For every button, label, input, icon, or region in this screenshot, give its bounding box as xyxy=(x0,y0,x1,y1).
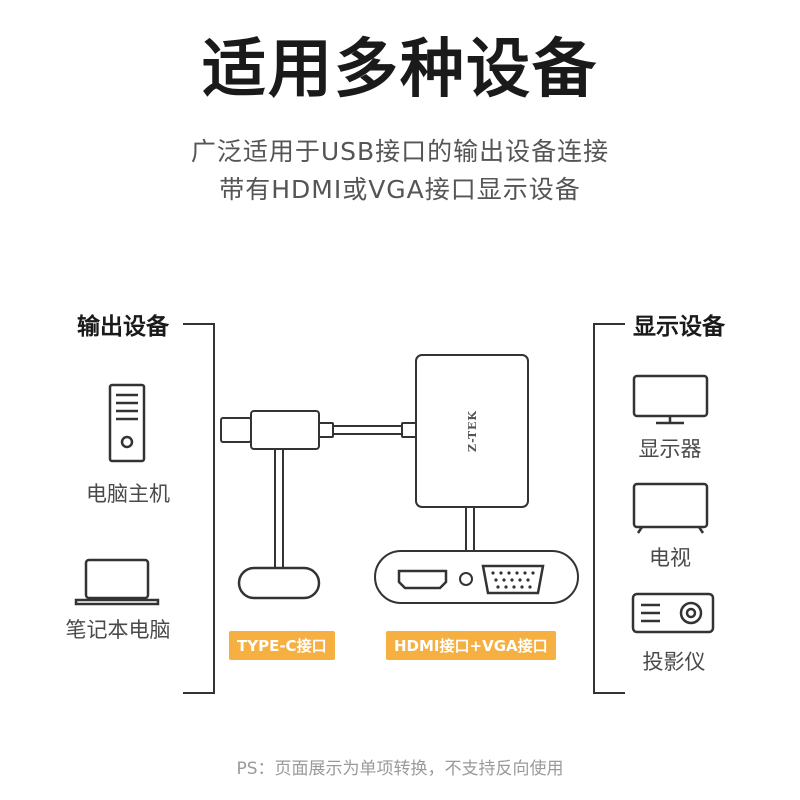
type-c-cable xyxy=(274,449,284,568)
tv-icon xyxy=(632,482,709,534)
footnote: PS：页面展示为单项转换，不支持反向使用 xyxy=(236,759,564,779)
desktop-tower-icon xyxy=(108,383,146,463)
vga-port xyxy=(481,564,545,595)
ports-cable xyxy=(465,507,475,551)
display-device-label-projector: 投影仪 xyxy=(642,650,706,674)
subtitle-line-2: 带有HDMI或VGA接口显示设备 xyxy=(219,175,581,204)
hdmi-vga-port-block xyxy=(374,550,579,604)
display-device-label-monitor: 显示器 xyxy=(638,437,702,461)
usb-c-plug xyxy=(220,410,334,450)
display-device-label-tv: 电视 xyxy=(649,546,691,570)
output-devices-heading: 输出设备 xyxy=(77,314,169,340)
output-bracket xyxy=(183,323,215,694)
vga-pins xyxy=(491,571,535,589)
hdmi-vga-tag: HDMI接口+VGA接口 xyxy=(386,631,556,660)
display-bracket xyxy=(593,323,625,694)
output-device-label-desktop: 电脑主机 xyxy=(86,482,170,506)
laptop-icon xyxy=(74,558,160,606)
type-c-port xyxy=(237,566,321,600)
output-device-label-laptop: 笔记本电脑 xyxy=(65,618,171,642)
monitor-icon xyxy=(632,374,709,425)
page-title: 适用多种设备 xyxy=(202,33,598,107)
projector-icon xyxy=(631,592,715,634)
adapter-body xyxy=(415,354,529,508)
hdmi-port xyxy=(397,569,448,590)
adapter-brand-logo: Z-TEK xyxy=(466,410,479,452)
screw-hole xyxy=(459,572,473,586)
display-devices-heading: 显示设备 xyxy=(633,314,725,340)
type-c-tag: TYPE-C接口 xyxy=(229,631,335,660)
adapter-cable xyxy=(333,422,417,438)
subtitle-line-1: 广泛适用于USB接口的输出设备连接 xyxy=(190,137,610,166)
